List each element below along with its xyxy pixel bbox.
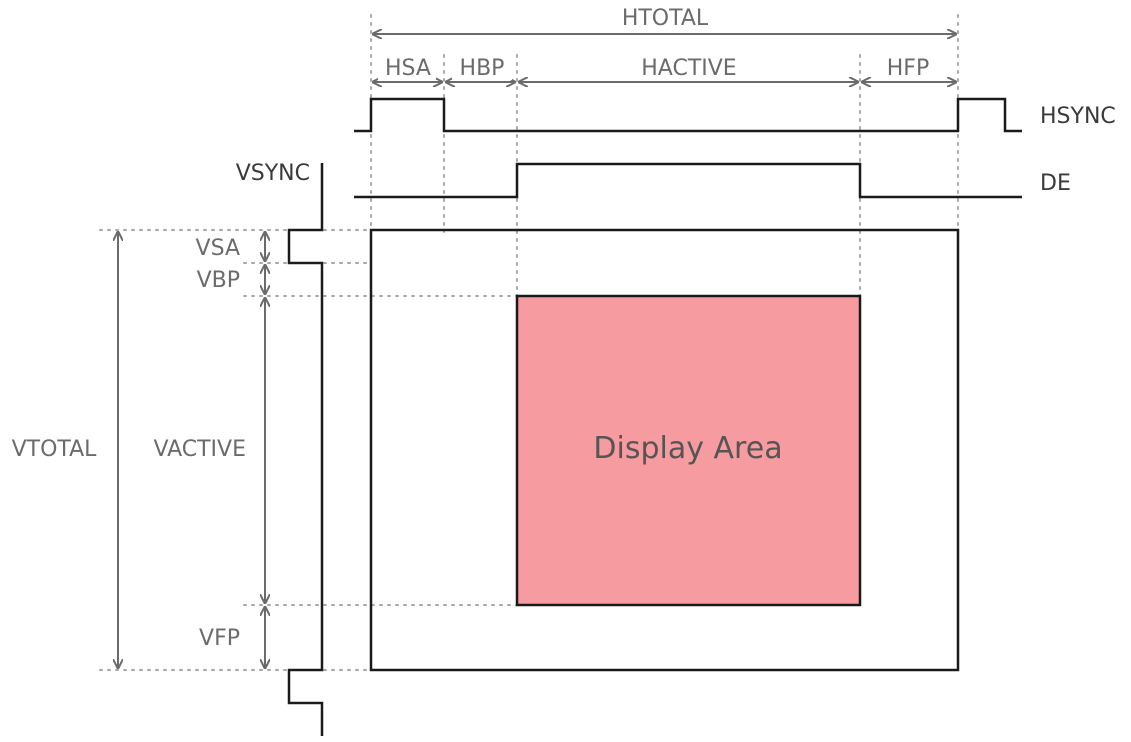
vtotal-label: VTOTAL [12, 437, 98, 462]
vsync-waveform [287, 163, 324, 736]
hsync-waveform [354, 97, 1022, 133]
hsa-label: HSA [385, 56, 431, 81]
hbp-label: HBP [460, 56, 505, 81]
de-label: DE [1040, 171, 1071, 196]
display-area: Display Area [515, 294, 862, 607]
display-area-rect [515, 294, 862, 607]
vbp-label: VBP [197, 268, 240, 293]
hsync-signal: HSYNC [354, 97, 1116, 133]
vsync-label: VSYNC [236, 161, 310, 186]
vsa-label: VSA [196, 236, 240, 261]
hfp-label: HFP [887, 56, 929, 81]
display-area-label: Display Area [593, 431, 782, 466]
vfp-label: VFP [199, 626, 240, 651]
vertical-segments: VTOTAL VSA VBP VACTIVE VFP [4, 232, 265, 668]
htotal-dimension: HTOTAL [373, 4, 956, 34]
hactive-label: HACTIVE [641, 56, 736, 81]
de-waveform [354, 162, 1022, 199]
vsync-signal: VSYNC [236, 161, 324, 736]
de-signal: DE [354, 162, 1071, 199]
total-frame [369, 228, 960, 672]
htotal-label: HTOTAL [622, 6, 709, 31]
vactive-label: VACTIVE [153, 437, 246, 462]
horizontal-segments: HSA HBP HACTIVE HFP [373, 54, 956, 82]
hsync-label: HSYNC [1040, 104, 1116, 129]
